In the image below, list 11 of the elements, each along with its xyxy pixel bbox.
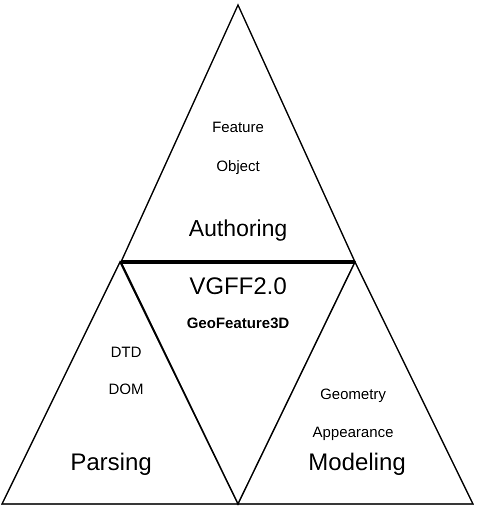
triangle-label: Appearance <box>312 425 394 440</box>
triangle-label: Authoring <box>188 217 288 240</box>
triangle-label: Geometry <box>320 387 386 402</box>
triangle-label: DOM <box>108 382 144 397</box>
triangle-label: DTD <box>110 345 142 360</box>
triangle-label: Feature <box>212 120 264 135</box>
triangle-label: Object <box>216 159 260 174</box>
triangle-label: Parsing <box>70 451 152 475</box>
triangle-label: VGFF2.0 <box>189 275 287 299</box>
triangle-label: GeoFeature3D <box>186 316 290 331</box>
triangle-label: Modeling <box>308 451 406 475</box>
